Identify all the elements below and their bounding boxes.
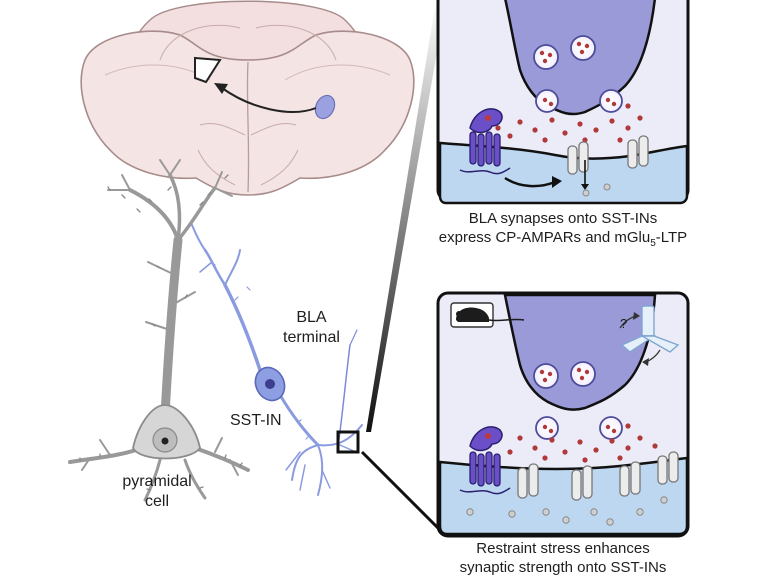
top-panel-caption: BLA synapses onto SST-INs express CP-AMP…: [438, 209, 688, 253]
top-caption-subscript: 5: [650, 238, 656, 249]
sst-nucleus: [265, 379, 275, 389]
receptor-trafficking-icon: [619, 305, 680, 366]
zoom-wedge-top: [366, 0, 446, 432]
pyramidal-nucleolus: [161, 437, 169, 445]
bla-terminal-label-line1: BLA: [296, 309, 327, 326]
question-mark: ?: [620, 316, 628, 331]
sst-in-label: SST-IN: [230, 412, 282, 429]
bla-region: [314, 94, 336, 120]
zoom-line-bottom: [360, 450, 448, 538]
brain-section: [80, 0, 415, 196]
mouse-in-restrainer: [450, 302, 525, 328]
top-caption-line1: BLA synapses onto SST-INs: [468, 210, 658, 227]
top-caption-line2-prefix: express CP-AMPARs and mGlu: [438, 229, 651, 246]
bottom-caption-line2: synaptic strength onto SST-INs: [459, 559, 667, 576]
panel-bottom: [436, 291, 690, 538]
bottom-caption-line1: Restraint stress enhances: [476, 540, 650, 557]
panel-top: [436, 0, 690, 205]
arrowhead: [214, 83, 228, 94]
top-caption-line2: express CP-AMPARs and mGlu5-LTP: [438, 228, 688, 253]
bottom-panel-caption: Restraint stress enhances synaptic stren…: [428, 539, 698, 577]
sst-interneuron: [191, 224, 363, 496]
top-caption-line2-suffix: -LTP: [655, 229, 688, 246]
projection-arrow: [221, 87, 317, 113]
prefrontal-region-box: [194, 56, 222, 84]
pyramidal-cell-label-line1: pyramidal: [122, 473, 192, 490]
pyramidal-cell-label-line2: cell: [144, 493, 169, 510]
synapse-zoom-box: [336, 430, 360, 454]
pyramidal-cell-label: pyramidal cell: [112, 472, 202, 512]
bla-terminal-label-line2: terminal: [283, 329, 340, 346]
bla-terminal-label: BLA terminal: [283, 308, 340, 348]
